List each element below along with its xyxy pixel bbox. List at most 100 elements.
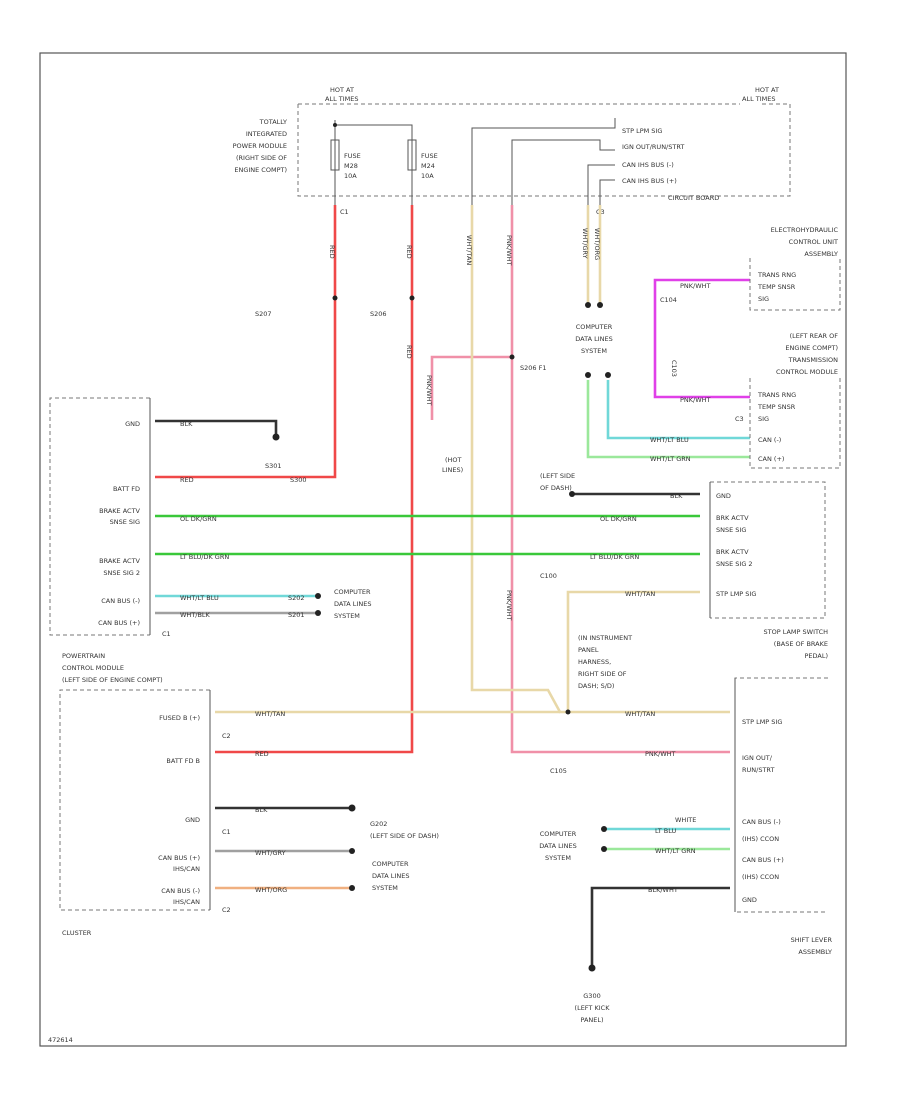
wire-pink-ign: [510, 205, 730, 754]
wl-tan-2: WHT/TAN: [625, 590, 655, 598]
c103-label: C103: [670, 360, 678, 377]
iph-1: PANEL: [578, 646, 599, 654]
wl-blk-3: BLK/WHT: [648, 886, 678, 894]
splice-labels: S207 S206 S206 F1 S301 S300 S202 S201 (H…: [255, 296, 678, 775]
g300-ground: G300 (LEFT KICK PANEL): [575, 992, 611, 1024]
fuse-b-3: 10A: [421, 172, 434, 180]
pcm-brake2-a: BRAKE ACTV: [99, 557, 140, 565]
wl-cyan-1: WHT/LT BLU: [180, 594, 219, 602]
g300-2: PANEL): [580, 1016, 603, 1024]
sh-pin-4: (IHS) CCON: [742, 835, 779, 843]
sh-pin-7: GND: [742, 896, 757, 904]
g202-ground: G202 (LEFT SIDE OF DASH): [370, 820, 439, 840]
c100-label: C100: [540, 572, 557, 580]
wl-red-5: RED: [255, 750, 269, 758]
fuse-b-2: M24: [421, 162, 435, 170]
wl-grn-1: OL DK/GRN: [180, 515, 217, 523]
hot-at-label-3: HOT AT: [755, 86, 779, 94]
s206f1-label: S206 F1: [520, 364, 546, 372]
fuse-a-3: 10A: [344, 172, 357, 180]
sls-label-0: STOP LAMP SWITCH: [764, 628, 829, 636]
wl-red-3: RED: [405, 345, 413, 359]
wl-blk-1: BLK: [180, 420, 193, 428]
wl-pink-2: PNK/WHT: [505, 590, 513, 621]
wl-red-1: RED: [328, 245, 336, 259]
cluster-component: FUSED B (+) C2 BATT FD B GND C1 CAN BUS …: [59, 689, 231, 937]
iph-3: RIGHT SIDE OF: [578, 670, 627, 678]
wl-can-1: WHT/GRY: [581, 228, 589, 259]
s201-label: S201: [288, 611, 305, 619]
wl-grn-2: OL DK/GRN: [600, 515, 637, 523]
ecu-pin-0: TRANS RNG: [757, 271, 796, 279]
wl-pink-3: PNK/WHT: [425, 375, 433, 406]
sh-pin-3: CAN BUS (-): [742, 818, 781, 826]
wl-red-4: RED: [180, 476, 194, 484]
pcm-label-2: (LEFT SIDE OF ENGINE COMPT): [62, 676, 163, 684]
tcm-pin-4: CAN (+): [758, 455, 784, 463]
wires: [155, 205, 750, 968]
pcm-brake1-b: SNSE SIG: [110, 518, 140, 526]
wire-tan-stp: [470, 205, 730, 714]
sls-pin-5: STP LMP SIG: [716, 590, 756, 598]
iph-2: HARNESS,: [578, 658, 611, 666]
hot-at-label-4: ALL TIMES: [742, 95, 775, 103]
ecu-pin-1: TEMP SNSR: [757, 283, 796, 291]
iph-0: (IN INSTRUMENT: [578, 634, 632, 642]
cdl-pcm-0: COMPUTER: [334, 588, 371, 596]
g202-0: G202: [370, 820, 387, 828]
tipm-pin-2: CAN IHS BUS (-): [622, 161, 674, 169]
g202-1: (LEFT SIDE OF DASH): [370, 832, 439, 840]
sls-label-1: (BASE OF BRAKE: [774, 640, 828, 648]
fuse-a-1: FUSE: [344, 152, 361, 160]
hot-at-label-2: ALL TIMES: [325, 95, 358, 103]
cl-can-minus-0: CAN BUS (-): [161, 887, 200, 895]
sh-pin-5: CAN BUS (+): [742, 856, 784, 864]
c1-label-a: C1: [340, 208, 349, 216]
cdl-cluster: COMPUTER DATA LINES SYSTEM: [372, 860, 409, 892]
tipm-label-1: INTEGRATED: [246, 130, 287, 138]
wl-can-2: WHT/ORG: [593, 228, 601, 260]
wire-black-gnd-shifter: [590, 886, 730, 968]
hot-at-label-1: HOT AT: [330, 86, 354, 94]
cdl-cl-0: COMPUTER: [372, 860, 409, 868]
wl-tan-4: WHT/TAN: [625, 710, 655, 718]
pcm-batt: BATT FD: [113, 485, 140, 493]
wl-grn-6: WHT/LT GRN: [655, 847, 696, 855]
diagram-id: 472614: [48, 1036, 73, 1044]
tipm-label-3: (RIGHT SIDE OF: [236, 154, 287, 162]
wl-gray-2: WHT/GRY: [255, 849, 286, 857]
wl-mag-1: PNK/WHT: [680, 282, 711, 290]
cl-batt: BATT FD B: [166, 757, 200, 765]
wl-blk-2: BLK: [255, 806, 268, 814]
wl-gray-1: WHT/BLK: [180, 611, 211, 619]
c1-label-c: C1: [222, 828, 231, 836]
cdl-pcm-1: DATA LINES: [334, 600, 371, 608]
tcm-pin-1: TEMP SNSR: [757, 403, 796, 411]
cdl-top: COMPUTER DATA LINES SYSTEM: [575, 323, 612, 355]
c3-label-b: C3: [735, 415, 744, 423]
diagram-border: [39, 52, 847, 1047]
tcm-label-0: (LEFT REAR OF: [790, 332, 839, 340]
wire-labels: RED RED RED WHT/TAN PNK/WHT PNK/WHT WHT/…: [180, 228, 711, 894]
wl-twist: WHITE: [675, 816, 696, 824]
cdl-sh-2: SYSTEM: [545, 854, 571, 862]
cdl-top-1: DATA LINES: [575, 335, 612, 343]
wire-red-cluster: [215, 205, 414, 754]
splice-nodes: [272, 295, 611, 972]
cdl-cl-1: DATA LINES: [372, 872, 409, 880]
c104-label: C104: [660, 296, 677, 304]
cdl-top-0: COMPUTER: [576, 323, 613, 331]
sls-pin-3: BRK ACTV: [716, 548, 749, 556]
wl-ora-1: WHT/ORG: [255, 886, 287, 894]
stop-lamp-switch: (LEFT SIDE OF DASH) GND BRK ACTV SNSE SI…: [540, 472, 828, 660]
circuit-board-label: CIRCUIT BOARD: [668, 194, 719, 202]
c2-label-b: C2: [222, 906, 231, 914]
sh-label-1: ASSEMBLY: [798, 948, 832, 956]
cl-can-minus-1: IHS/CAN: [173, 898, 200, 906]
wl-blk-4: BLK: [670, 492, 683, 500]
sh-pin-1: IGN OUT/: [742, 754, 773, 762]
wl-tan-1: WHT/TAN: [465, 235, 473, 265]
sls-pin-4: SNSE SIG 2: [716, 560, 753, 568]
shifter-component: STP LMP SIG IGN OUT/ RUN/STRT CAN BUS (-…: [734, 677, 832, 956]
cl-can-plus-1: IHS/CAN: [173, 865, 200, 873]
